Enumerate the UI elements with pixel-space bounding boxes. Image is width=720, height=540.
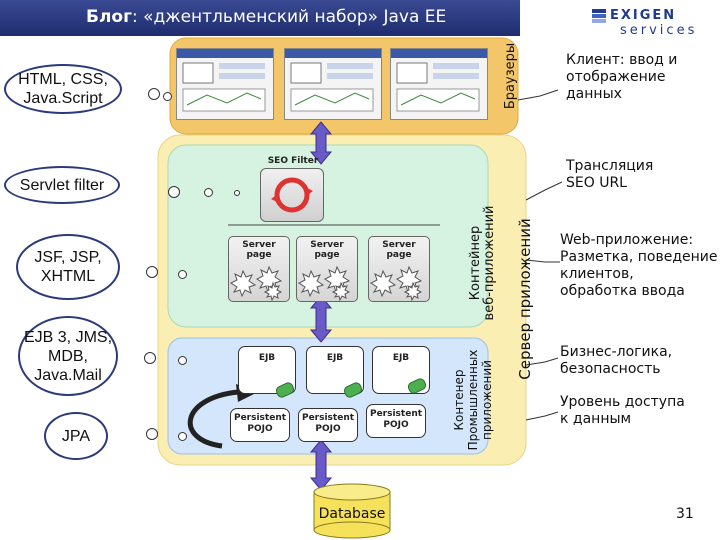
trail-dot: [148, 88, 160, 100]
trail-dot: [144, 352, 156, 364]
server-page-1: Server page: [228, 236, 290, 302]
trail-dot: [178, 356, 187, 365]
title-bar: Блог: «джентльменский набор» Java EE: [0, 0, 520, 36]
gear-icon: [298, 265, 351, 301]
app-server-label: Сервер приложений: [516, 218, 534, 380]
browser-thumbnail-3: [390, 48, 488, 120]
trail-dot: [234, 190, 240, 196]
bubble-html-css-js: HTML, CSS, Java.Script: [4, 64, 122, 114]
gear-icon: [370, 265, 423, 301]
browser-screen-icon: [391, 49, 487, 112]
arrow-web-ejb: [309, 295, 333, 343]
note-business: Бизнес-логика, безопасность: [560, 344, 673, 377]
browser-thumbnail-1: [176, 48, 274, 120]
logo-bottom-text: services: [620, 23, 698, 38]
note-line-2: [525, 181, 563, 201]
database-label: Database: [318, 506, 386, 522]
note-line-4: [525, 357, 559, 366]
page-title: Блог: «джентльменский набор» Java EE: [86, 7, 447, 27]
logo-mark-icon: [592, 9, 606, 23]
note-line-1: [517, 89, 559, 101]
trail-dot: [204, 188, 213, 197]
database-cylinder: [313, 483, 391, 539]
trail-dot: [168, 186, 180, 198]
logo-top-text: EXIGEN: [610, 8, 677, 23]
gear-icon: [230, 265, 283, 301]
note-data-access: Уровень доступа к данным: [560, 394, 685, 427]
exigen-logo: EXIGEN services: [592, 8, 702, 40]
server-page-3: Server page: [368, 236, 430, 302]
ejb-container-label: Контенер Промышленных приложений: [452, 349, 494, 451]
browsers-label: Браузеры: [503, 42, 518, 110]
note-line-3: [525, 259, 560, 263]
web-container-label: Контейнер веб-приложений: [468, 205, 497, 321]
trail-dot: [146, 428, 158, 440]
page-number: 31: [676, 506, 694, 522]
note-web-app: Web-приложение: Разметка, поведение клие…: [560, 232, 718, 299]
browser-thumbnail-2: [284, 48, 382, 120]
seo-filter-box: [260, 168, 324, 222]
refresh-cycle-icon: [271, 177, 313, 213]
browser-screen-icon: [285, 49, 381, 112]
pojo-box-3: Persistent POJO: [366, 404, 426, 438]
note-client: Клиент: ввод и отображение данных: [566, 52, 678, 102]
arrow-browser-seo: [309, 121, 333, 165]
trail-dot: [146, 266, 158, 278]
server-page-2: Server page: [296, 236, 358, 302]
pojo-box-2: Persistent POJO: [298, 408, 358, 442]
bubble-jpa: JPA: [44, 412, 108, 460]
note-line-5: [525, 411, 559, 421]
trail-dot: [178, 270, 187, 279]
seo-filter-label: SEO Filter: [267, 156, 319, 166]
bubble-ejb-jms: EJB 3, JMS, MDB, Java.Mail: [18, 316, 118, 396]
trail-dot: [178, 432, 187, 441]
browser-screen-icon: [177, 49, 273, 112]
curved-arrow: [187, 389, 239, 449]
pojo-box-1: Persistent POJO: [230, 408, 290, 442]
bubble-jsf-jsp-xhtml: JSF, JSP, XHTML: [16, 234, 120, 300]
note-seo: Трансляция SEO URL: [566, 158, 654, 191]
bubble-servlet-filter: Servlet filter: [4, 166, 120, 204]
trail-dot: [163, 92, 172, 101]
